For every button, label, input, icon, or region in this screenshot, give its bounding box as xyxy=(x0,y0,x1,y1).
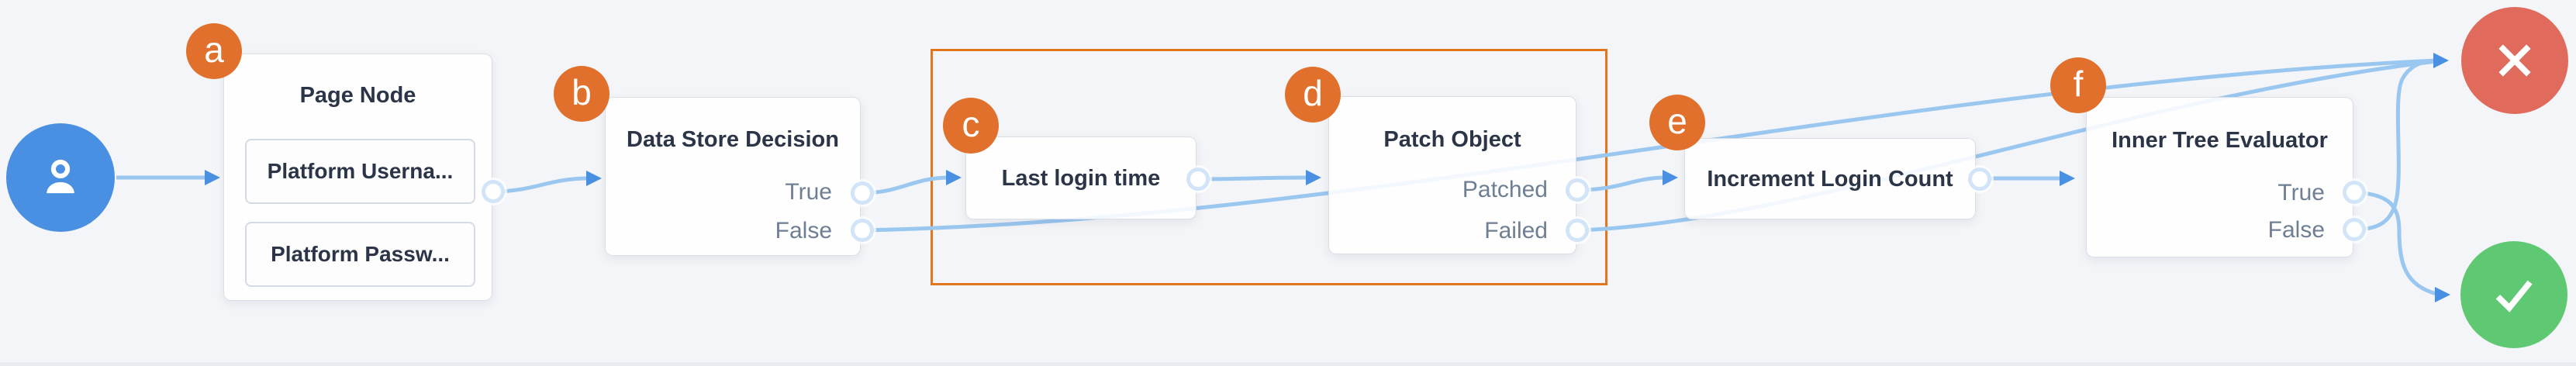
failure-node[interactable] xyxy=(2461,7,2568,114)
success-node[interactable] xyxy=(2460,241,2567,348)
node-title: Page Node xyxy=(299,83,416,108)
page-node-field-password[interactable]: Platform Passw... xyxy=(245,222,475,287)
edge-lastlogin-to-patch[interactable] xyxy=(1197,175,1310,181)
port-lastlogin-out[interactable] xyxy=(1186,167,1210,191)
output-label-true: True xyxy=(2277,180,2325,205)
node-inner-tree-evaluator[interactable]: Inner Tree Evaluator True False xyxy=(2086,97,2353,257)
arrowhead-lastlogin-input xyxy=(946,170,962,185)
node-title: Last login time xyxy=(1001,165,1161,191)
arrowhead-increment-input xyxy=(1663,170,1678,185)
arrowhead-datastore-input xyxy=(586,171,602,186)
port-patch-patched[interactable] xyxy=(1566,178,1589,202)
canvas-bottom-edge xyxy=(0,362,2576,366)
port-datastore-false[interactable] xyxy=(851,219,874,242)
edge-patch-patched-to-increment[interactable] xyxy=(1576,175,1666,192)
node-title: Inner Tree Evaluator xyxy=(2112,128,2328,153)
arrowhead-patch-input xyxy=(1306,170,1321,185)
edge-patch-failed-to-failure[interactable] xyxy=(1576,59,2437,233)
badge-a: a xyxy=(186,23,242,79)
start-node[interactable] xyxy=(6,123,115,232)
check-icon xyxy=(2495,280,2533,312)
node-title: Increment Login Count xyxy=(1707,166,1953,192)
arrowhead-failure-input xyxy=(2433,53,2449,68)
port-page-node-out[interactable] xyxy=(482,180,505,203)
node-page-node[interactable]: Page Node Platform Userna... Platform Pa… xyxy=(223,54,492,301)
arrowhead-page-input xyxy=(205,170,220,185)
badge-e: e xyxy=(1649,95,1705,150)
arrowhead-success-input xyxy=(2435,287,2450,302)
x-icon xyxy=(2498,44,2531,77)
badge-d: d xyxy=(1285,67,1341,123)
arrowhead-innertree-input xyxy=(2060,171,2075,186)
node-data-store-decision[interactable]: Data Store Decision True False xyxy=(605,97,861,256)
edge-innertree-true-to-success[interactable] xyxy=(2353,190,2437,296)
output-label-false: False xyxy=(2267,217,2325,243)
edge-page-to-datastore[interactable] xyxy=(492,176,590,194)
node-title: Patch Object xyxy=(1383,127,1521,152)
badge-c: c xyxy=(943,98,999,154)
output-label-false: False xyxy=(775,218,832,243)
output-label-patched: Patched xyxy=(1462,177,1548,202)
port-innertree-false[interactable] xyxy=(2343,218,2366,241)
port-patch-failed[interactable] xyxy=(1566,219,1589,242)
node-patch-object[interactable]: Patch Object Patched Failed xyxy=(1328,96,1576,254)
output-label-true: True xyxy=(785,179,832,205)
output-label-failed: Failed xyxy=(1484,218,1548,243)
edge-innertree-false-to-failure[interactable] xyxy=(2353,58,2436,232)
port-datastore-true[interactable] xyxy=(851,181,874,205)
node-increment-login-count[interactable]: Increment Login Count xyxy=(1684,138,1976,219)
user-icon xyxy=(47,159,74,194)
page-node-field-username[interactable]: Platform Userna... xyxy=(245,139,475,204)
node-title: Data Store Decision xyxy=(627,127,839,152)
badge-f: f xyxy=(2050,57,2106,113)
edge-datastore-true-to-lastlogin[interactable] xyxy=(862,175,950,195)
port-increment-out[interactable] xyxy=(1968,167,1991,191)
badge-b: b xyxy=(554,66,609,122)
group-highlight-rect xyxy=(931,49,1607,285)
port-innertree-true[interactable] xyxy=(2343,181,2366,204)
node-last-login-time[interactable]: Last login time xyxy=(965,136,1196,219)
